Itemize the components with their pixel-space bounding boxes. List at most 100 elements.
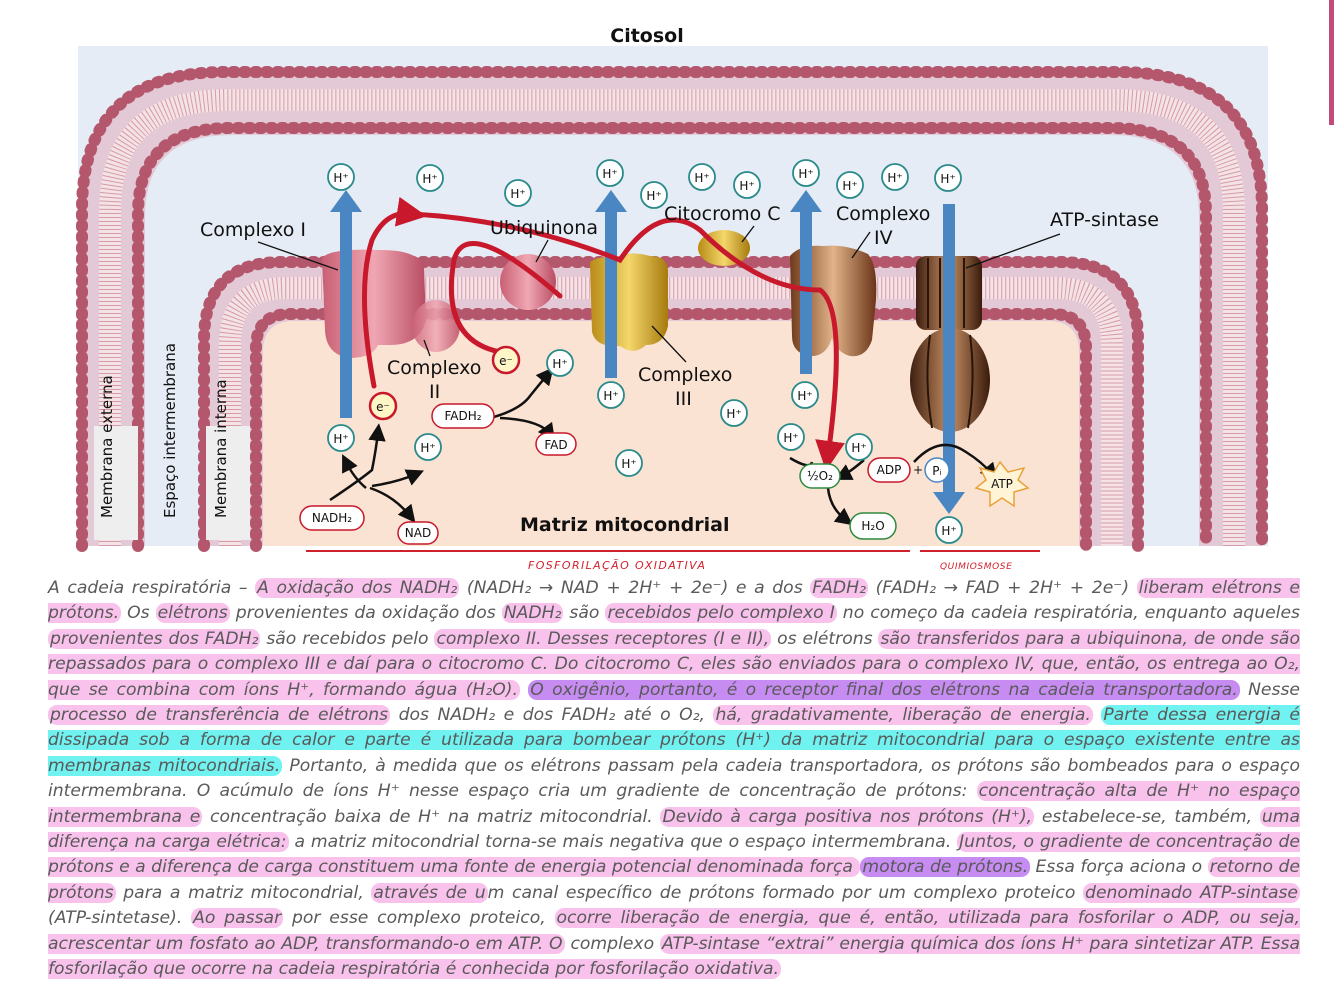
label-atp-synthase: ATP-sintase <box>1050 209 1159 231</box>
explanatory-paragraph: A cadeia respiratória – A oxidação dos N… <box>48 576 1301 983</box>
h-plus-ion: H⁺ <box>327 163 355 191</box>
h2o-pill: H₂O <box>849 512 897 540</box>
half-o2-label: ½O₂ <box>807 469 833 483</box>
highlighted-text-segment: denominado ATP-sintase <box>1083 882 1301 903</box>
highlighted-text-segment: provenientes dos FADH₂ <box>48 628 261 649</box>
fadh2-pill: FADH₂ <box>431 403 495 429</box>
h-plus-ion: H⁺ <box>791 381 819 409</box>
highlighted-text-segment: através de u <box>371 882 488 903</box>
nadh2-pill: NADH₂ <box>299 505 365 531</box>
h-plus-ion: H⁺ <box>327 424 355 452</box>
highlighted-text-segment: processo de transferência de elétrons <box>48 705 391 726</box>
highlighted-text-segment: há, gradativamente, liberação de energia… <box>713 705 1093 726</box>
h-plus-label: H⁺ <box>603 389 618 403</box>
h-plus-ion: H⁺ <box>688 163 716 191</box>
highlighted-text-segment: complexo II. Desses receptores (I e II), <box>434 628 772 649</box>
h-plus-ion: H⁺ <box>792 159 820 187</box>
leader-complex-iv <box>851 231 871 259</box>
leader-cytochrome-c <box>741 225 755 243</box>
leader-complex-iii <box>651 325 687 363</box>
proton-markers: H⁺ H⁺ H⁺ H⁺ H⁺ H⁺ H⁺ H⁺ H⁺ H⁺ H⁺ H⁺ H⁺ H⁺ H⁺ H⁺ H⁺ H⁺ H⁺ H⁺… <box>327 159 963 544</box>
h-plus-label: H⁺ <box>694 171 709 185</box>
label-intermembrane-space: Espaço intermembrana <box>161 343 179 518</box>
text-segment: estabelece-se, também, <box>1034 806 1260 827</box>
h-plus-ion: H⁺ <box>935 516 963 544</box>
label-complex-iii-line1: Complexo <box>638 364 732 386</box>
h-plus-ion: H⁺ <box>596 159 624 187</box>
highlighted-text-segment: Ao passar <box>191 908 284 929</box>
label-complex-ii-line1: Complexo <box>387 357 481 379</box>
text-segment: (FADH₂ → FAD + 2H⁺ + 2e⁻) <box>867 578 1137 598</box>
text-segment: complexo <box>564 933 660 954</box>
h-plus-ion: H⁺ <box>597 381 625 409</box>
text-segment: a matriz mitocondrial torna-se mais nega… <box>288 832 958 853</box>
h-plus-ion: H⁺ <box>615 449 643 477</box>
highlighted-text-segment: motora de prótons. <box>860 857 1031 878</box>
label-outer-membrane: Membrana externa <box>98 375 116 518</box>
highlighted-text-segment: NADH₂ <box>501 603 564 624</box>
reaction-arrows <box>329 367 998 526</box>
h-plus-label: H⁺ <box>739 179 754 193</box>
nad-pill: NAD <box>397 521 439 545</box>
text-segment: dos NADH₂ e dos FADH₂ até o O₂, <box>390 705 714 726</box>
text-segment: os elétrons <box>771 628 879 649</box>
h-plus-label: H⁺ <box>552 357 567 371</box>
highlighted-text-segment: Devido à carga positiva nos prótons (H⁺)… <box>660 806 1035 827</box>
electron-transport-chain-diagram: Citosol <box>76 25 1268 572</box>
h-plus-label: H⁺ <box>646 189 661 203</box>
h-plus-ion: H⁺ <box>934 164 962 192</box>
text-segment: Os <box>121 603 156 624</box>
side-labels: Membrana externa Espaço intermembrana Me… <box>94 343 250 540</box>
h-plus-ion: H⁺ <box>836 171 864 199</box>
fad-label: FAD <box>544 438 567 452</box>
text-segment: Essa força aciona o <box>1030 857 1208 878</box>
text-segment: (NADH₂ → NAD + 2H⁺ + 2e⁻) e a dos <box>459 578 811 598</box>
h-plus-ion: H⁺ <box>881 163 909 191</box>
h-plus-label: H⁺ <box>510 187 525 201</box>
handwritten-fosforilacao: FOSFORILAÇÃO OXIDATIVA <box>528 559 706 572</box>
h-plus-label: H⁺ <box>798 167 813 181</box>
h-plus-label: H⁺ <box>422 172 437 186</box>
cytosol-title: Citosol <box>610 25 683 47</box>
electron-marker: e⁻ <box>491 345 521 375</box>
h-plus-ion: H⁺ <box>414 433 442 461</box>
text-segment: m canal específico de prótons formado po… <box>487 882 1084 903</box>
h-plus-label: H⁺ <box>621 457 636 471</box>
h-plus-ion: H⁺ <box>733 171 761 199</box>
label-cytochrome-c: Citocromo C <box>664 203 781 225</box>
h2o-label: H₂O <box>861 519 884 533</box>
plus-sign: + <box>913 463 923 477</box>
h-plus-label: H⁺ <box>333 432 348 446</box>
text-segment: (ATP-sintetase). <box>48 908 192 929</box>
handwritten-quimiosmose: QUIMIOSMOSE <box>940 562 1012 572</box>
electron-path <box>361 196 845 471</box>
h-plus-label: H⁺ <box>420 441 435 455</box>
complex-ii-protein <box>412 300 460 352</box>
text-segment: Portanto, à medida que os elétrons passa… <box>48 755 1300 802</box>
pi-circle: Pᵢ <box>924 457 950 483</box>
half-o2-pill: ½O₂ <box>799 463 841 489</box>
label-complex-iii-line2: III <box>675 388 692 410</box>
text-segment: por esse complexo proteico, <box>283 908 555 929</box>
label-complex-i: Complexo I <box>200 219 306 241</box>
label-ubiquinone: Ubiquinona <box>490 217 598 239</box>
h-plus-ion: H⁺ <box>845 433 873 461</box>
h-plus-label: H⁺ <box>783 431 798 445</box>
highlighted-text-segment: elétrons <box>155 603 230 624</box>
leader-atp-synthase <box>965 233 1061 269</box>
fadh2-label: FADH₂ <box>444 409 481 423</box>
label-matrix: Matriz mitocondrial <box>520 514 729 536</box>
electron-label: e⁻ <box>376 400 390 414</box>
label-complex-iv-line1: Complexo <box>836 203 930 225</box>
leader-ubiquinone <box>535 239 549 263</box>
h-plus-label: H⁺ <box>726 407 741 421</box>
pi-label: Pᵢ <box>932 464 941 478</box>
ubiquinone-protein <box>500 254 556 310</box>
label-complex-iv-line2: IV <box>874 227 893 249</box>
adp-pill: ADP <box>867 457 911 483</box>
h-plus-label: H⁺ <box>940 172 955 186</box>
text-segment: provenientes da oxidação dos <box>229 603 502 624</box>
text-segment: concentração baixa de H⁺ na matriz mitoc… <box>202 806 661 827</box>
text-segment: no começo da cadeia respiratória, enquan… <box>836 603 1300 624</box>
text-segment: Nesse <box>1239 679 1300 700</box>
